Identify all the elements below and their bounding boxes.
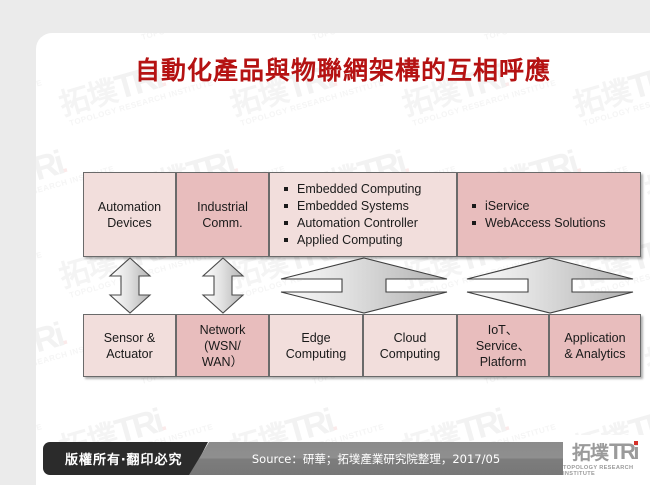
box-line: Cloud bbox=[393, 330, 427, 345]
box-line: Actuator bbox=[106, 346, 153, 361]
box-line: Comm. bbox=[202, 215, 243, 230]
page-title: 自動化產品與物聯網架構的互相呼應 bbox=[134, 56, 551, 85]
bullet-item: Automation Controller bbox=[284, 215, 456, 231]
bullet-square-icon bbox=[284, 187, 288, 191]
footer-bar: 版權所有‧翻印必究 Source：研華；拓墣產業研究院整理，2017/05 bbox=[43, 442, 623, 475]
copyright-badge: 版權所有‧翻印必究 bbox=[43, 442, 208, 475]
box-line: Computing bbox=[285, 346, 347, 361]
logo-latin: TRi bbox=[609, 439, 639, 464]
watermark-mark: 拓墣TRi■TOPOLOGY RESEARCH INSTITUTE bbox=[36, 250, 44, 300]
box-line: Sensor & bbox=[103, 330, 156, 345]
bullet-square-icon bbox=[284, 238, 288, 242]
logo-accent-dot-icon bbox=[633, 441, 638, 445]
box-line: IoT、 bbox=[487, 322, 519, 337]
arrow-embedded-edgecloud bbox=[280, 257, 448, 314]
watermark-mark: 拓墣TRi■TOPOLOGY RESEARCH INSTITUTE bbox=[470, 33, 629, 43]
bullet-label: Embedded Computing bbox=[297, 182, 422, 196]
bullet-label: Embedded Systems bbox=[297, 199, 409, 213]
box-industrial-comm: Industrial Comm. bbox=[176, 172, 269, 257]
box-line: Application bbox=[564, 330, 626, 345]
box-line: Network bbox=[199, 322, 246, 337]
architecture-diagram: Automation Devices Industrial Comm. Embe… bbox=[47, 138, 641, 377]
box-cloud-computing: Cloud Computing bbox=[363, 314, 457, 377]
box-service-group: iService WebAccess Solutions bbox=[457, 172, 641, 257]
bullet-square-icon bbox=[472, 204, 476, 208]
watermark-mark: 拓墣TRi■TOPOLOGY RESEARCH INSTITUTE bbox=[298, 33, 458, 43]
bullet-item: WebAccess Solutions bbox=[472, 215, 640, 231]
logo-chinese: 拓墣 bbox=[572, 442, 609, 464]
box-line: Service、 bbox=[475, 338, 531, 353]
arrow-service-iot bbox=[466, 257, 634, 314]
arrow-industrial-network bbox=[201, 257, 245, 314]
bullet-item: Embedded Systems bbox=[284, 198, 456, 214]
slide-footer: 版權所有‧翻印必究 Source：研華；拓墣產業研究院整理，2017/05 拓墣… bbox=[36, 433, 650, 485]
bullet-item: iService bbox=[472, 198, 640, 214]
bullet-label: Applied Computing bbox=[297, 233, 403, 247]
bullet-label: Automation Controller bbox=[297, 216, 418, 230]
bullet-square-icon bbox=[472, 221, 476, 225]
bullet-square-icon bbox=[284, 221, 288, 225]
watermark-mark: 拓墣TRi■TOPOLOGY RESEARCH INSTITUTE bbox=[127, 33, 287, 43]
watermark-mark: 拓墣TRi■TOPOLOGY RESEARCH INSTITUTE bbox=[36, 33, 115, 43]
box-line: Industrial bbox=[197, 199, 248, 214]
arrow-automation-sensor bbox=[108, 257, 152, 314]
box-embedded-group: Embedded Computing Embedded Systems Auto… bbox=[269, 172, 457, 257]
logo-wordmark: 拓墣 TRi bbox=[572, 441, 641, 463]
box-automation-devices: Automation Devices bbox=[83, 172, 176, 257]
box-line: & Analytics bbox=[564, 346, 626, 361]
box-line: Computing bbox=[379, 346, 441, 361]
box-network: Network (WSN/ WAN） bbox=[176, 314, 269, 377]
box-iot-service-platform: IoT、 Service、 Platform bbox=[457, 314, 549, 377]
bullet-label: iService bbox=[485, 199, 530, 213]
box-edge-computing: Edge Computing bbox=[269, 314, 363, 377]
box-line: Devices bbox=[107, 215, 152, 230]
box-line: (WSN/ bbox=[204, 338, 241, 353]
bullet-item: Embedded Computing bbox=[284, 181, 456, 197]
box-line: WAN） bbox=[201, 354, 244, 369]
copyright-label: 版權所有‧翻印必究 bbox=[65, 453, 183, 468]
box-sensor-actuator: Sensor & Actuator bbox=[83, 314, 176, 377]
box-line: Automation bbox=[97, 199, 162, 214]
watermark-mark: 拓墣TRi■TOPOLOGY RESEARCH INSTITUTE bbox=[641, 159, 650, 210]
box-line: Edge bbox=[301, 330, 331, 345]
bullet-square-icon bbox=[284, 204, 288, 208]
slide-card: 拓墣TRi■TOPOLOGY RESEARCH INSTITUTE 拓墣TRi■T… bbox=[36, 33, 650, 485]
bullet-item: Applied Computing bbox=[284, 232, 456, 248]
logo-tagline: TOPOLOGY RESEARCH INSTITUTE bbox=[563, 465, 634, 477]
box-line: Platform bbox=[479, 354, 527, 369]
watermark-mark: 拓墣TRi■TOPOLOGY RESEARCH INSTITUTE bbox=[641, 331, 650, 382]
source-label: Source：研華；拓墣產業研究院整理，2017/05 bbox=[251, 451, 501, 466]
tri-logo: 拓墣 TRi TOPOLOGY RESEARCH INSTITUTE bbox=[563, 435, 650, 483]
box-application-analytics: Application & Analytics bbox=[549, 314, 641, 377]
bullet-label: WebAccess Solutions bbox=[485, 216, 606, 230]
watermark-mark: 拓墣TRi■TOPOLOGY RESEARCH INSTITUTE bbox=[641, 33, 650, 43]
source-banner: Source：研華；拓墣產業研究院整理，2017/05 bbox=[189, 442, 623, 475]
